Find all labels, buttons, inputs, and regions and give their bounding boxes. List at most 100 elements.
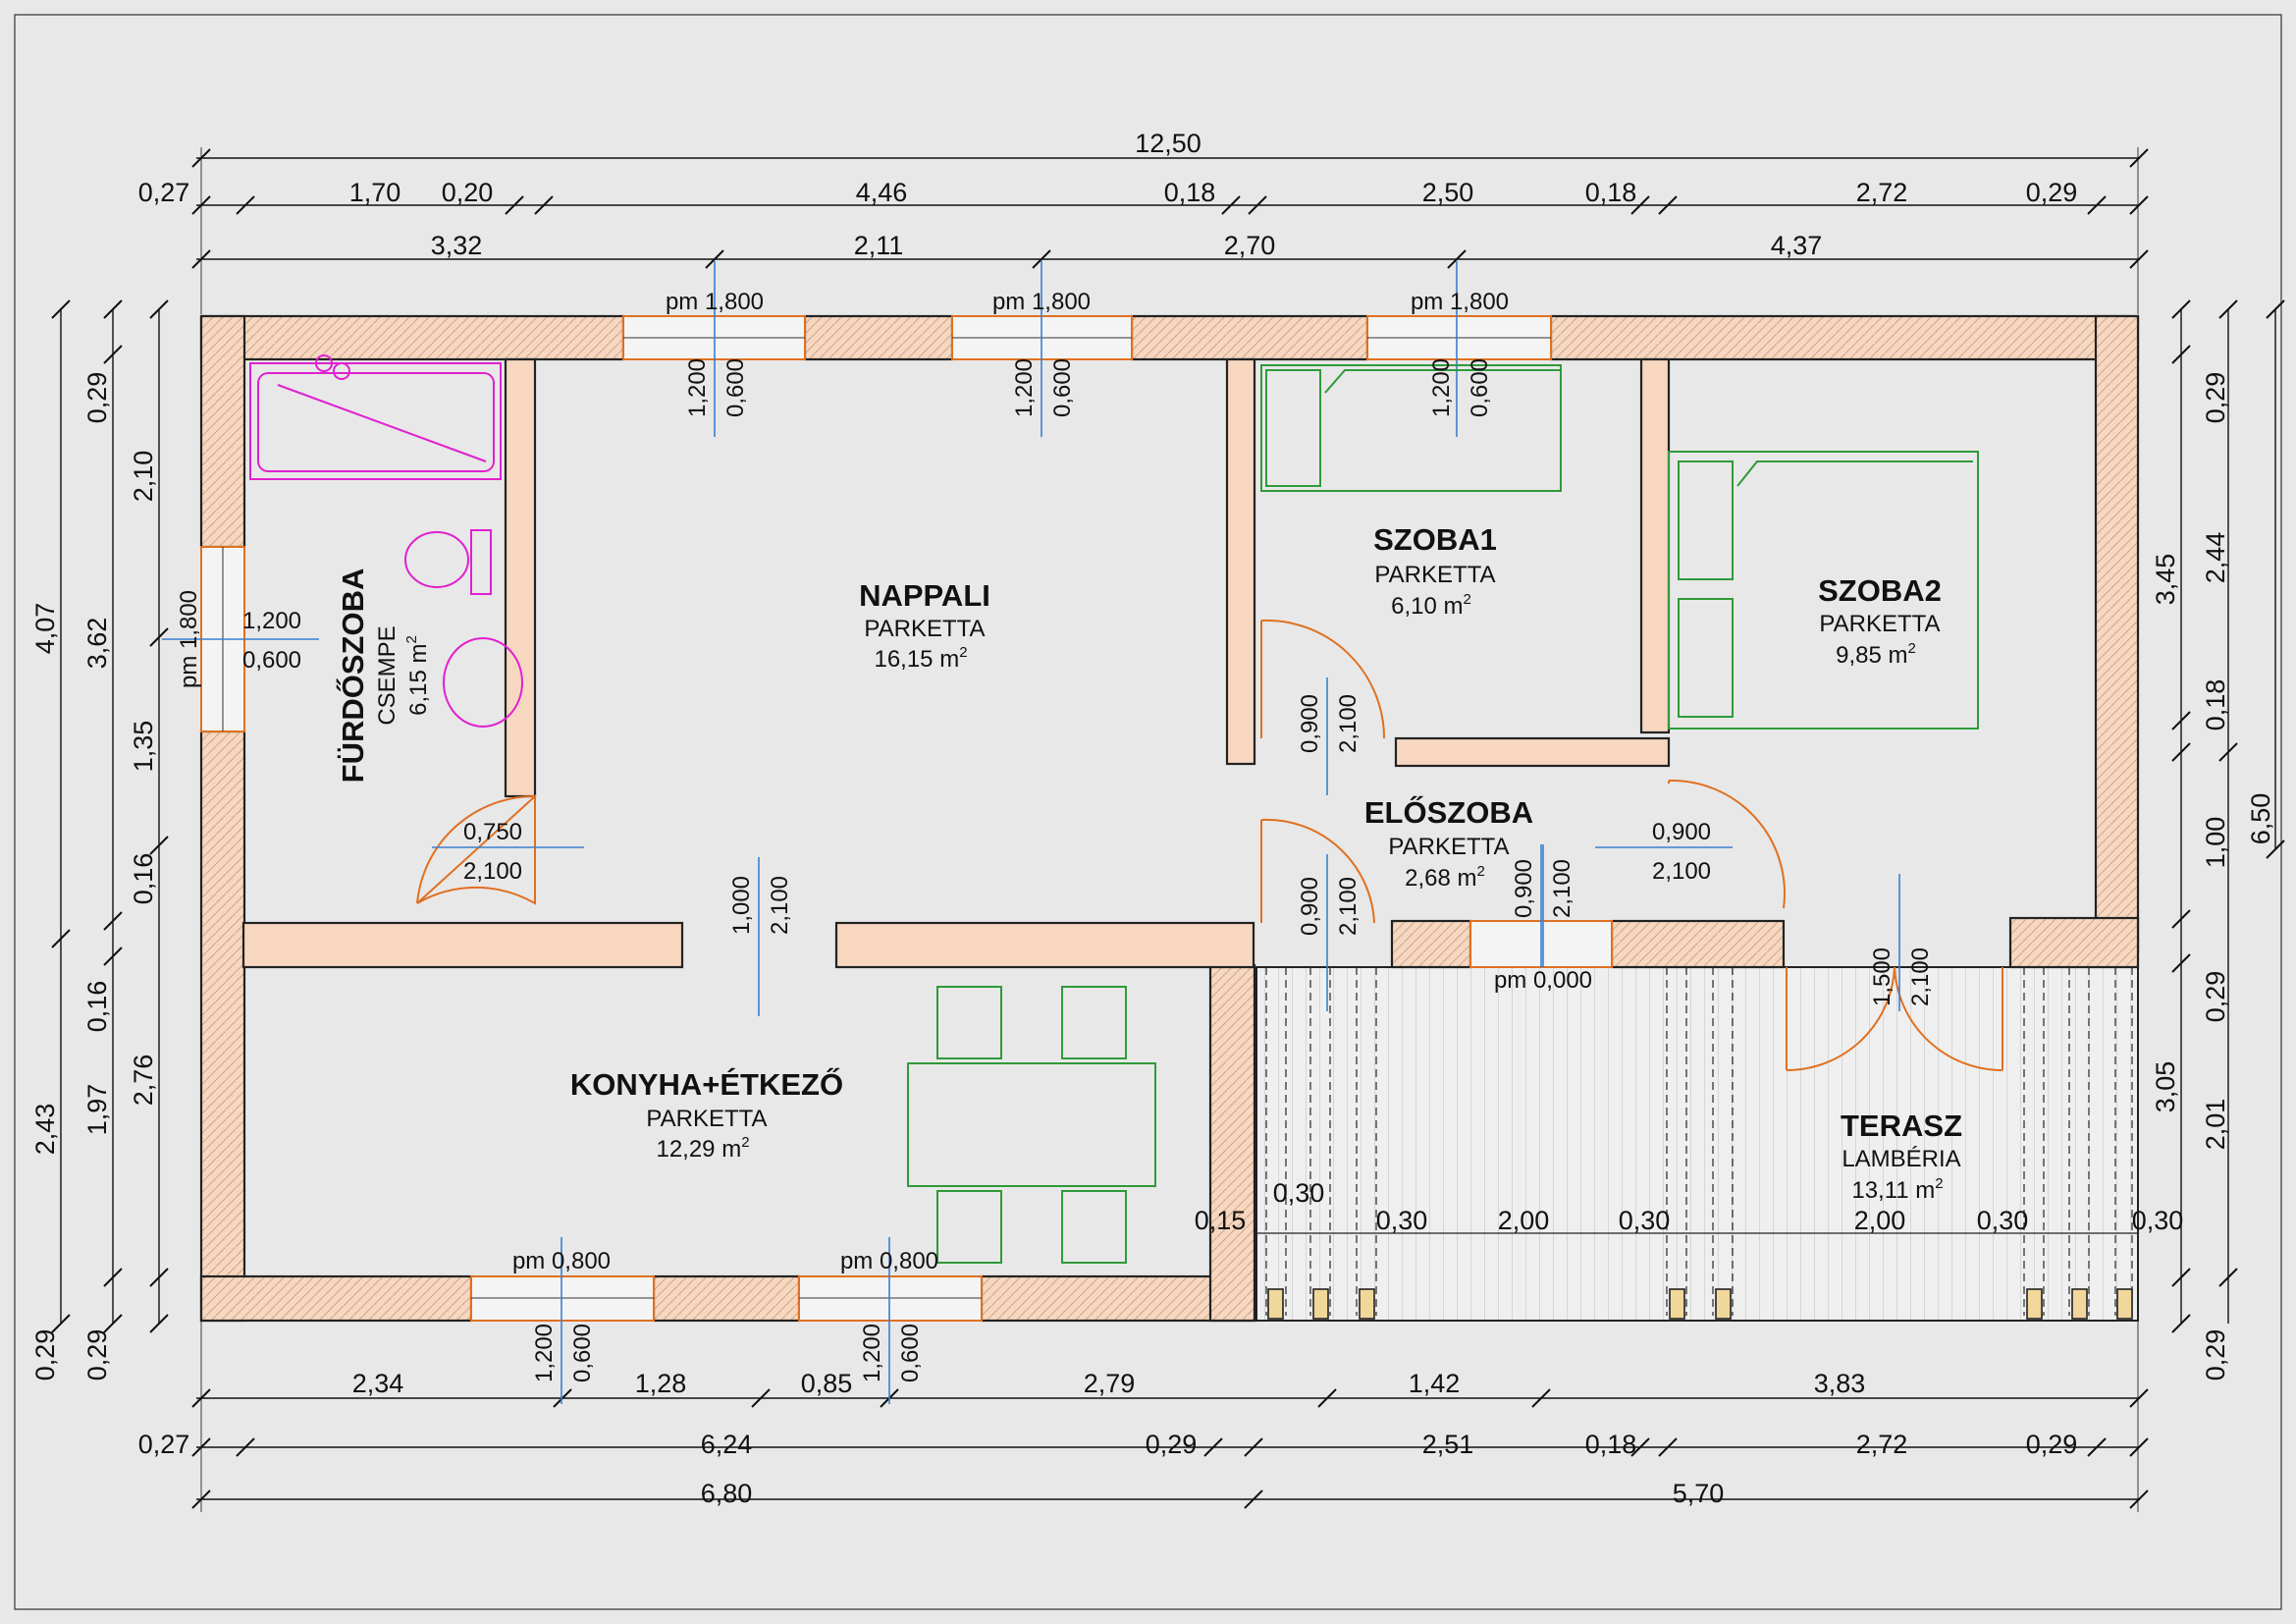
svg-text:2,100: 2,100 (767, 876, 793, 935)
svg-text:2,00: 2,00 (1498, 1206, 1550, 1235)
svg-text:4,46: 4,46 (856, 178, 908, 207)
svg-text:0,15: 0,15 (1195, 1206, 1247, 1235)
room-label-eloszoba: ELŐSZOBA PARKETTA 2,68 m2 (1364, 794, 1533, 892)
svg-text:0,18: 0,18 (2201, 679, 2230, 731)
svg-text:KONYHA+ÉTKEZŐ: KONYHA+ÉTKEZŐ (570, 1066, 843, 1102)
svg-text:2,72: 2,72 (1856, 1430, 1908, 1459)
svg-text:0,900: 0,900 (1652, 819, 1711, 845)
svg-text:0,29: 0,29 (82, 1329, 112, 1381)
svg-text:2,43: 2,43 (30, 1104, 60, 1156)
svg-text:1,200: 1,200 (531, 1324, 558, 1382)
dimension-lines (60, 147, 2276, 1512)
svg-text:1,42: 1,42 (1409, 1369, 1461, 1398)
svg-text:SZOBA2: SZOBA2 (1818, 573, 1942, 608)
dimension-text-top: 12,50 0,27 1,70 0,20 4,46 0,18 2,50 0,18… (138, 129, 2078, 260)
svg-text:FÜRDŐSZOBA: FÜRDŐSZOBA (335, 568, 370, 784)
svg-text:5,70: 5,70 (1673, 1479, 1725, 1508)
svg-text:3,32: 3,32 (431, 231, 483, 260)
svg-text:0,30: 0,30 (1619, 1206, 1671, 1235)
svg-text:ELŐSZOBA: ELŐSZOBA (1364, 794, 1533, 830)
svg-text:6,10 m2: 6,10 m2 (1391, 591, 1471, 620)
svg-text:2,34: 2,34 (352, 1369, 404, 1398)
svg-text:0,600: 0,600 (897, 1324, 924, 1382)
svg-text:0,29: 0,29 (30, 1329, 60, 1381)
svg-text:0,29: 0,29 (2026, 178, 2078, 207)
svg-text:0,30: 0,30 (1977, 1206, 2029, 1235)
svg-text:0,18: 0,18 (1585, 1430, 1637, 1459)
double-bed-icon (1668, 451, 1979, 730)
svg-text:2,01: 2,01 (2201, 1099, 2230, 1151)
svg-text:2,51: 2,51 (1422, 1430, 1474, 1459)
svg-text:2,72: 2,72 (1856, 178, 1908, 207)
svg-text:13,11 m2: 13,11 m2 (1851, 1175, 1943, 1204)
svg-text:2,100: 2,100 (463, 858, 522, 885)
svg-text:1,200: 1,200 (1428, 358, 1455, 417)
chair-icon (936, 986, 1002, 1059)
svg-text:0,900: 0,900 (1297, 877, 1323, 936)
svg-text:2,11: 2,11 (854, 231, 904, 260)
svg-text:3,83: 3,83 (1814, 1369, 1866, 1398)
svg-text:SZOBA1: SZOBA1 (1373, 522, 1497, 557)
svg-text:0,29: 0,29 (2201, 1329, 2230, 1381)
svg-text:NAPPALI: NAPPALI (859, 578, 990, 613)
svg-text:pm 0,800: pm 0,800 (840, 1248, 938, 1274)
svg-text:6,50: 6,50 (2246, 793, 2275, 845)
svg-text:0,16: 0,16 (82, 981, 112, 1033)
sheet-frame (14, 14, 2282, 1610)
door-markers (432, 677, 1900, 1016)
svg-text:4,37: 4,37 (1771, 231, 1823, 260)
svg-text:PARKETTA: PARKETTA (864, 616, 985, 642)
svg-text:1,200: 1,200 (1011, 358, 1038, 417)
bathtub-icon (249, 362, 502, 480)
dining-table-icon (907, 1062, 1156, 1187)
svg-text:1,97: 1,97 (82, 1084, 112, 1136)
svg-text:1,200: 1,200 (242, 608, 301, 634)
svg-text:1,500: 1,500 (1869, 947, 1896, 1006)
svg-text:pm 1,800: pm 1,800 (1411, 289, 1509, 315)
svg-text:0,18: 0,18 (1585, 178, 1637, 207)
svg-text:0,30: 0,30 (1273, 1178, 1325, 1208)
sink-icon (443, 637, 523, 728)
svg-text:2,100: 2,100 (1335, 877, 1362, 936)
svg-text:0,27: 0,27 (138, 178, 190, 207)
terrace-dimension-text: 0,15 0,30 0,30 2,00 0,30 2,00 0,30 0,30 (1195, 1178, 2184, 1235)
svg-text:0,29: 0,29 (2026, 1430, 2078, 1459)
dim-total-width: 12,50 (1135, 129, 1201, 158)
svg-text:0,900: 0,900 (1297, 694, 1323, 753)
chair-icon (1061, 1190, 1127, 1264)
svg-text:16,15 m2: 16,15 m2 (874, 644, 967, 673)
svg-text:0,30: 0,30 (1376, 1206, 1428, 1235)
svg-text:0,600: 0,600 (1049, 358, 1076, 417)
svg-text:0,18: 0,18 (1164, 178, 1216, 207)
svg-text:2,00: 2,00 (1854, 1206, 1906, 1235)
dimension-text-right: 0,29 2,44 0,18 1,00 0,29 2,01 0,29 3,45 … (2151, 372, 2275, 1381)
svg-text:TERASZ: TERASZ (1841, 1109, 1962, 1143)
svg-text:3,05: 3,05 (2151, 1061, 2180, 1113)
svg-text:3,45: 3,45 (2151, 554, 2180, 606)
furniture (907, 364, 1979, 1264)
svg-text:0,600: 0,600 (1467, 358, 1493, 417)
svg-text:2,44: 2,44 (2201, 532, 2230, 584)
toilet-icon (404, 531, 469, 588)
svg-text:pm 0,800: pm 0,800 (512, 1248, 611, 1274)
svg-text:pm 1,800: pm 1,800 (666, 289, 764, 315)
svg-text:3,62: 3,62 (82, 618, 112, 670)
room-label-konyha: KONYHA+ÉTKEZŐ PARKETTA 12,29 m2 (570, 1066, 843, 1163)
svg-text:0,16: 0,16 (129, 853, 158, 905)
svg-text:2,79: 2,79 (1084, 1369, 1136, 1398)
svg-text:2,100: 2,100 (1335, 694, 1362, 753)
window-labels: pm 1,800 1,200 0,600 pm 1,800 1,200 0,60… (176, 289, 1509, 1382)
doors (416, 619, 2003, 1072)
svg-text:0,600: 0,600 (242, 647, 301, 674)
svg-text:LAMBÉRIA: LAMBÉRIA (1842, 1146, 1960, 1172)
svg-text:1,28: 1,28 (635, 1369, 687, 1398)
dimension-text-bottom: 2,34 1,28 0,85 2,79 1,42 3,83 0,27 6,24 … (138, 1369, 2078, 1508)
svg-text:PARKETTA: PARKETTA (646, 1106, 767, 1132)
svg-text:0,900: 0,900 (1511, 859, 1537, 918)
svg-text:0,29: 0,29 (1146, 1430, 1198, 1459)
svg-text:0,20: 0,20 (442, 178, 494, 207)
svg-text:0,29: 0,29 (82, 372, 112, 424)
dimension-text-left: 4,07 2,43 0,29 0,29 3,62 0,16 1,97 0,29 … (30, 372, 158, 1381)
walls (199, 314, 2140, 1323)
